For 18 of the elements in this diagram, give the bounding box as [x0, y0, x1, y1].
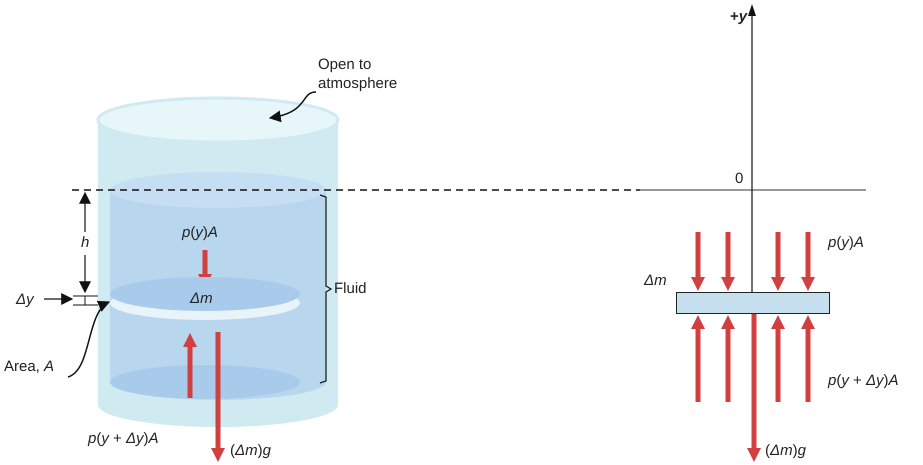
label-text: Δy — [16, 290, 34, 310]
label-text: Δm — [190, 289, 213, 309]
label-text: 0 — [735, 169, 744, 189]
label-text: Fluid — [334, 279, 367, 299]
annotation-text: Open to atmosphere — [318, 56, 438, 94]
annotation-text: Area, A — [4, 358, 66, 377]
label-text: p(y + Δy)A — [828, 371, 899, 391]
label-text: p(y)A — [828, 233, 864, 253]
label-text: (Δm)g — [230, 441, 271, 461]
leader-line — [268, 91, 316, 122]
label-text: p(y + Δy)A — [88, 429, 159, 449]
leader-line — [68, 301, 110, 378]
label-text: h — [79, 232, 92, 254]
label-text: +y — [730, 7, 748, 27]
fluid-element-bar — [676, 292, 830, 314]
label-text: (Δm)g — [765, 441, 806, 461]
label-text: p(y)A — [182, 223, 218, 243]
mass-label: Δm — [644, 271, 667, 291]
